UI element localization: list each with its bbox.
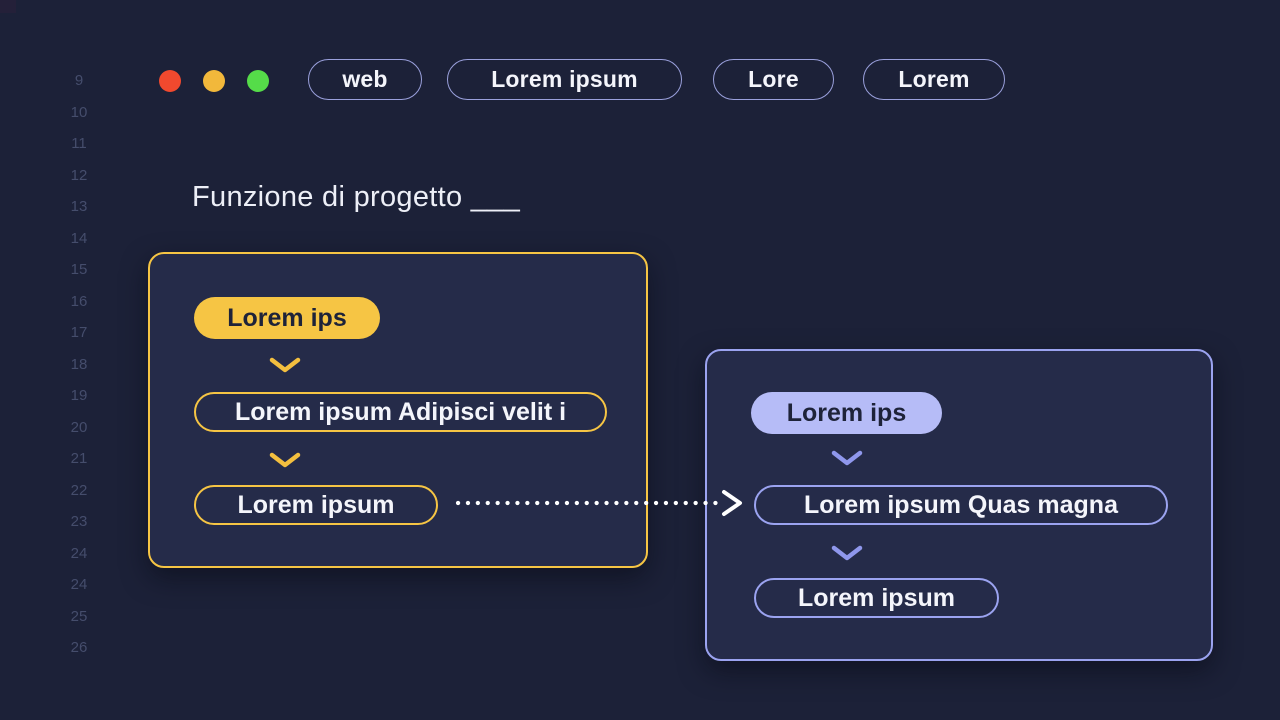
tab-lorem-label: Lorem (898, 66, 970, 92)
line-number: 24 (70, 576, 88, 593)
flow-left-step-1[interactable]: Lorem ips (194, 297, 380, 339)
line-number: 20 (70, 418, 88, 436)
line-number: 13 (70, 198, 88, 215)
page-title: Funzione di progetto ___ (192, 181, 521, 213)
tab-lore[interactable]: Lore (713, 59, 834, 100)
chevron-down-icon (267, 355, 303, 375)
dotted-arrow-right-icon (455, 490, 742, 516)
line-number: 18 (70, 355, 88, 373)
line-number: 9 (74, 72, 84, 89)
chevron-down-icon (267, 450, 303, 470)
line-number: 11 (71, 135, 87, 152)
line-number: 16 (70, 292, 88, 310)
line-number: 15 (70, 261, 88, 278)
corner-artifact (0, 0, 16, 13)
flow-left-step-3[interactable]: Lorem ipsum (194, 485, 438, 525)
tab-lorem[interactable]: Lorem (863, 59, 1005, 100)
flow-right-step-1[interactable]: Lorem ips (751, 392, 942, 434)
line-number: 10 (70, 103, 88, 121)
line-number: 24 (70, 544, 88, 562)
line-number: 17 (70, 324, 88, 341)
line-number: 23 (70, 513, 88, 530)
window-close-button[interactable] (159, 70, 181, 92)
flow-card-right: Lorem ips Lorem ipsum Quas magna Lorem i… (705, 349, 1213, 661)
line-number: 26 (70, 639, 88, 656)
flow-right-step-3[interactable]: Lorem ipsum (754, 578, 999, 618)
flow-left-step-2[interactable]: Lorem ipsum Adipisci velit i (194, 392, 607, 432)
flow-right-step-3-label: Lorem ipsum (798, 583, 955, 612)
tab-lorem-ipsum-label: Lorem ipsum (491, 66, 638, 92)
flow-right-step-2-label: Lorem ipsum Quas magna (804, 490, 1118, 519)
line-number: 25 (70, 607, 88, 625)
line-number: 12 (70, 166, 88, 184)
line-number: 22 (70, 481, 88, 499)
line-number: 19 (70, 387, 88, 404)
flow-card-left: Lorem ips Lorem ipsum Adipisci velit i L… (148, 252, 648, 568)
chevron-down-icon (829, 543, 865, 563)
flow-left-step-3-label: Lorem ipsum (237, 490, 395, 519)
flow-right-step-2[interactable]: Lorem ipsum Quas magna (754, 485, 1168, 525)
line-number: 14 (70, 229, 88, 247)
flow-left-step-1-label: Lorem ips (227, 303, 347, 332)
flow-left-step-2-label: Lorem ipsum Adipisci velit i (234, 397, 567, 426)
tab-web[interactable]: web (308, 59, 422, 100)
window-maximize-button[interactable] (247, 70, 269, 92)
window-minimize-button[interactable] (203, 70, 225, 92)
tab-lore-label: Lore (748, 66, 799, 92)
line-number: 21 (70, 450, 88, 467)
tab-lorem-ipsum[interactable]: Lorem ipsum (447, 59, 682, 100)
flow-right-step-1-label: Lorem ips (786, 398, 907, 427)
chevron-down-icon (829, 448, 865, 468)
tab-web-label: web (342, 66, 388, 92)
